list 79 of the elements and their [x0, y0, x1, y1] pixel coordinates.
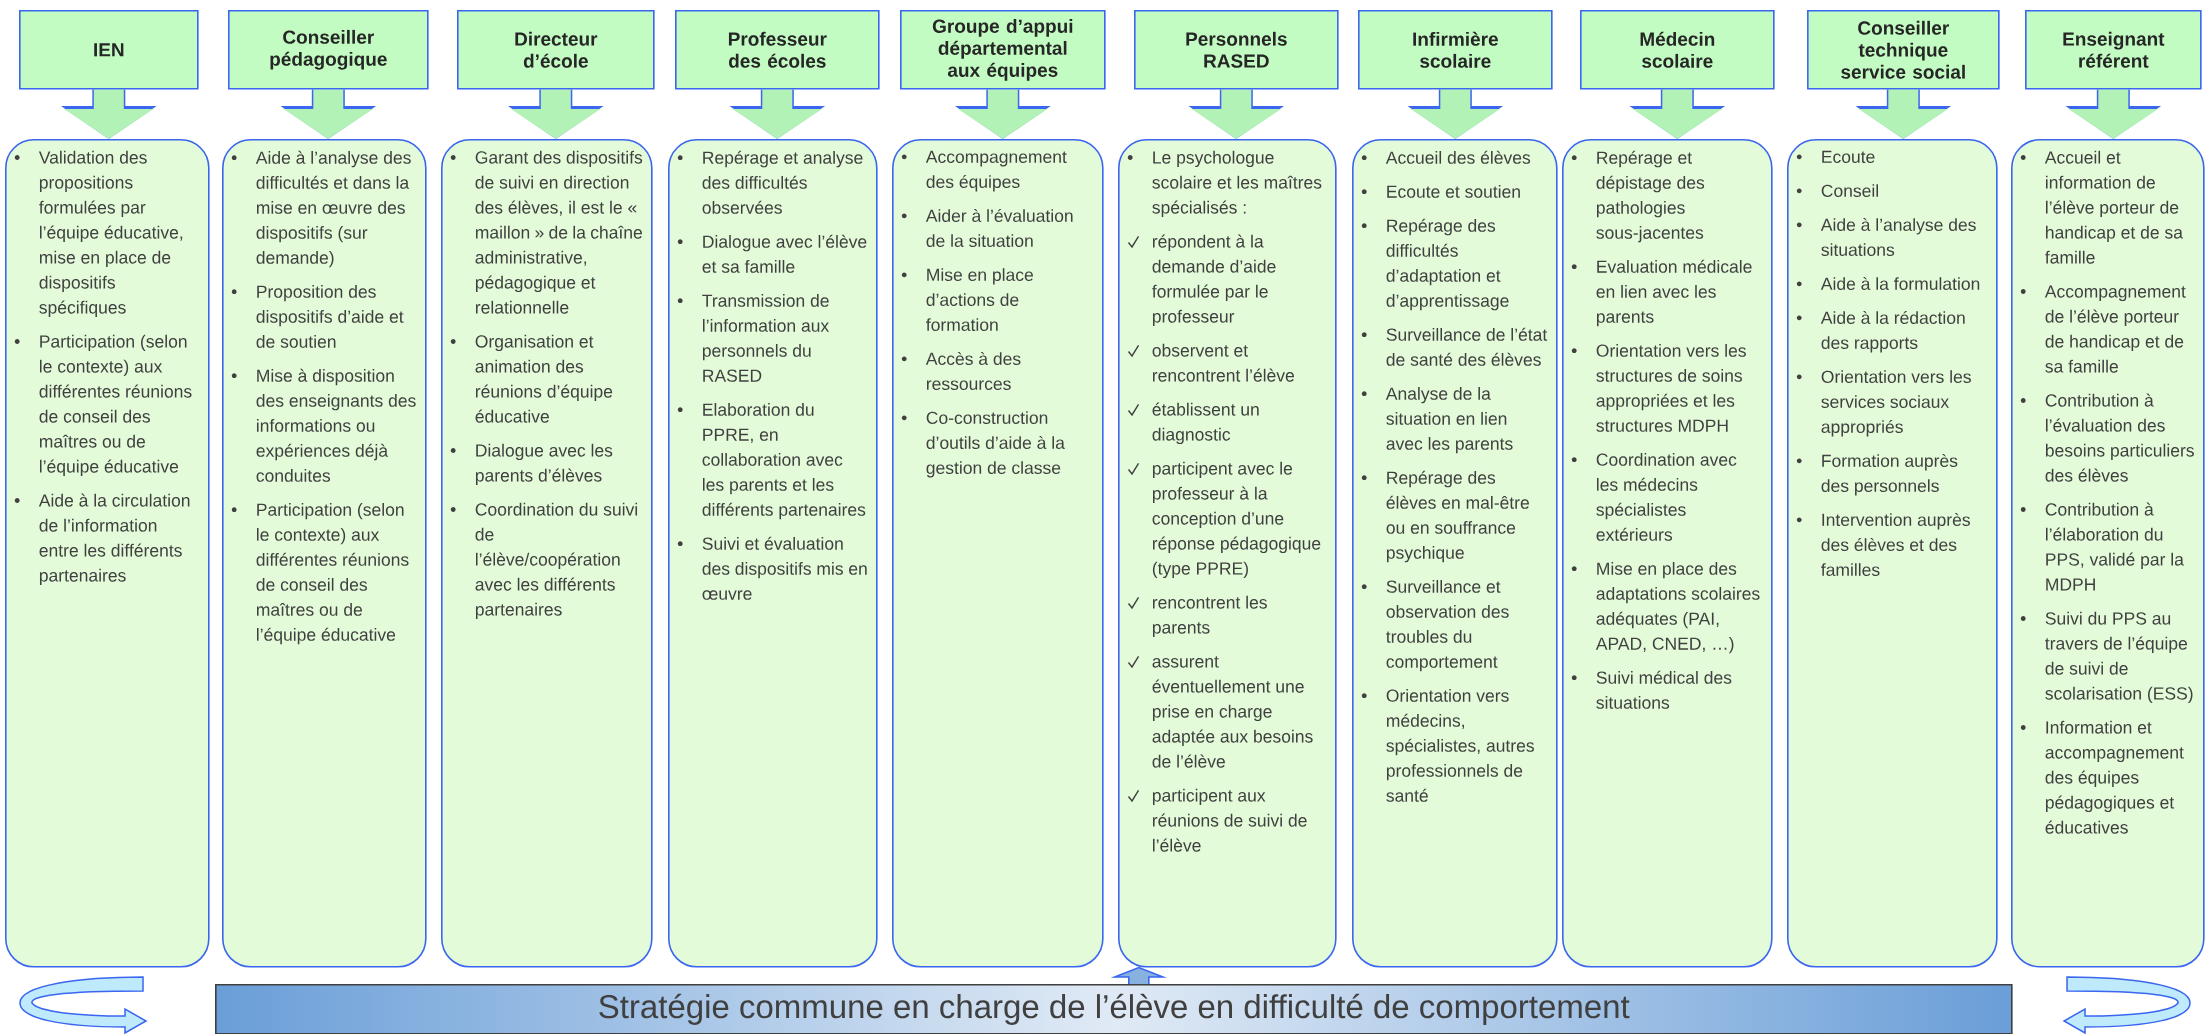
list-item: Aide à l’analyse des difficultés et dans la mise en œuvre des dispositifs (sur demande): [231, 150, 411, 268]
list-item: Suivi du PPS au travers de l’équipe de suivi de scolarisation (ESS): [2020, 611, 2193, 704]
header-box: Infirmière scolaire: [1358, 10, 1553, 90]
list-item: Accueil des élèves: [1361, 150, 1531, 164]
column-box: [2011, 139, 2205, 968]
list-item: Organisation et animation des réunions d’équipe éducative: [450, 334, 613, 423]
list-item: Contribution à l’élaboration du PPS, validé par la MDPH: [2020, 502, 2184, 591]
column-box: [892, 139, 1104, 968]
list-item: Participation (selon le contexte) aux différentes réunions de conseil des maîtres ou de l’équipe éducative: [231, 503, 409, 645]
column-box: [441, 139, 653, 968]
list-item: Suivi médical des situations: [1571, 670, 1732, 709]
list-item: Mise à disposition des enseignants des informations ou expériences déjà conduites: [231, 368, 416, 482]
list-item: Coordination avec les médecins spécialistes extérieurs: [1571, 453, 1737, 541]
column-box: [222, 139, 427, 968]
list-item: établissent un diagnostic: [1127, 402, 1259, 445]
list-item: Repérage et dépistage des pathologies sous-jacentes: [1571, 150, 1705, 243]
header-box: Personnels RASED: [1134, 10, 1339, 90]
list-item: Repérage des élèves en mal-être ou en souffrance psychique: [1361, 470, 1529, 563]
header-box: Conseiller pédagogique: [228, 10, 429, 90]
list-item: Orientation vers les services sociaux appropriés: [1796, 370, 1971, 437]
list-item: Accueil et information de l’élève porteur de handicap et de sa famille: [2020, 150, 2183, 264]
list-item: Accompagnement des équipes: [901, 150, 1067, 192]
list-item: assurent éventuellement une prise en charge adaptée aux besoins de l’élève: [1127, 655, 1313, 768]
list-item: Ecoute et soutien: [1361, 185, 1520, 198]
list-item: Conseil: [1796, 184, 1878, 197]
list-item: Dialogue avec les parents d’élèves: [450, 443, 613, 486]
header-box: Enseignant référent: [2025, 10, 2202, 90]
column-box: [668, 139, 878, 968]
list-item: Aider à l’évaluation de la situation: [901, 208, 1073, 247]
list-item: Analyse de la situation en lien avec les parents: [1361, 387, 1513, 454]
header-box: Directeur d’école: [457, 10, 655, 90]
list-item: rencontrent les parents: [1127, 595, 1267, 638]
up-arrow: [1110, 966, 1168, 985]
list-item: Aide à la circulation de l’information entre les différents partenaires: [14, 493, 190, 586]
list-item: Suivi et évaluation des dispositifs mis en œuvre: [677, 536, 867, 600]
column-box: [5, 139, 210, 968]
list-item: observent et rencontrent l’élève: [1127, 343, 1294, 382]
column-box: [1118, 139, 1337, 968]
list-item: Surveillance et observation des troubles du comportement: [1361, 580, 1509, 672]
list-item: Dialogue avec l’élève et sa famille: [677, 234, 867, 273]
list-item: Aide à la formulation: [1796, 276, 1980, 290]
list-item: Proposition des dispositifs d’aide et de soutien: [231, 285, 404, 348]
list-item: Coordination du suivi de l’élève/coopération avec les différents partenaires: [450, 502, 637, 620]
list-item: participent aux réunions de suivi de l’élève: [1127, 788, 1307, 852]
banner: Stratégie commune en charge de l’élève en difficulté de comportement: [215, 984, 2013, 1034]
list-item: participent avec le professeur à la conception d’une réponse pédagogique (type PPRE): [1127, 461, 1321, 579]
list-item: Orientation vers médecins, spécialistes, autres professionnels de santé: [1361, 689, 1534, 802]
list-item: Surveillance de l’état de santé des élèves: [1361, 327, 1548, 366]
list-item: Contribution à l’évaluation des besoins particuliers des élèves: [2020, 393, 2194, 482]
list-item: Ecoute: [1796, 150, 1875, 163]
list-item: Evaluation médicale en lien avec les parents: [1571, 259, 1752, 327]
list-item: Formation auprès des personnels: [1796, 453, 1958, 496]
list-item: Intervention auprès des élèves et des familles: [1796, 512, 1970, 576]
list-item: Accès à des ressources: [901, 351, 1021, 390]
list-item: Repérage des difficultés d’adaptation et d’apprentissage: [1361, 218, 1509, 311]
header-box: Professeur des écoles: [675, 10, 880, 90]
list-item: Repérage et analyse des difficultés observées: [677, 150, 863, 214]
list-item: Accompagnement de l’élève porteur de handicap et de sa famille: [2020, 285, 2186, 373]
list-item: Aide à la rédaction des rapports: [1796, 310, 1965, 353]
list-item: Orientation vers les structures de soins appropriées et les structures MDPH: [1571, 344, 1746, 432]
column-box: [1562, 139, 1773, 968]
column-box: [1352, 139, 1558, 968]
list-item: répondent à la demande d’aide formulée par le professeur: [1127, 234, 1276, 327]
header-box: Groupe d’appui départemental aux équipes: [900, 10, 1106, 90]
list-item: Le psychologue scolaire et les maîtres spécialisés :: [1127, 150, 1322, 218]
list-item: Mise en place d’actions de formation: [901, 268, 1033, 331]
list-item: Garant des dispositifs de suivi en direction des élèves, il est le « maillon » de la chaîne administrative, pédagogique et relationnelle: [450, 150, 643, 314]
list-item: Transmission de l’information aux personnels du RASED: [677, 294, 829, 382]
list-item: Co-construction d’outils d’aide à la gestion de classe: [901, 411, 1065, 478]
list-item: Mise en place des adaptations scolaires adéquates (PAI, APAD, CNED, …): [1571, 562, 1760, 654]
header-box: IEN: [19, 10, 199, 90]
header-box: Conseiller technique service social: [1807, 10, 2000, 90]
list-item: Aide à l’analyse des situations: [1796, 217, 1976, 256]
header-box: Médecin scolaire: [1580, 10, 1775, 90]
list-item: Elaboration du PPRE, en collaboration avec les parents et les différents partenaires: [677, 403, 866, 520]
list-item: Information et accompagnement des équipes pédagogiques et éducatives: [2020, 720, 2184, 834]
column-box: [1787, 139, 1998, 968]
list-item: Validation des propositions formulées par l’équipe éducative, mise en place de dispositifs spécifiques: [14, 150, 183, 318]
list-item: Participation (selon le contexte) aux différentes réunions de conseil des maîtres ou de l’équipe éducative: [14, 334, 192, 477]
